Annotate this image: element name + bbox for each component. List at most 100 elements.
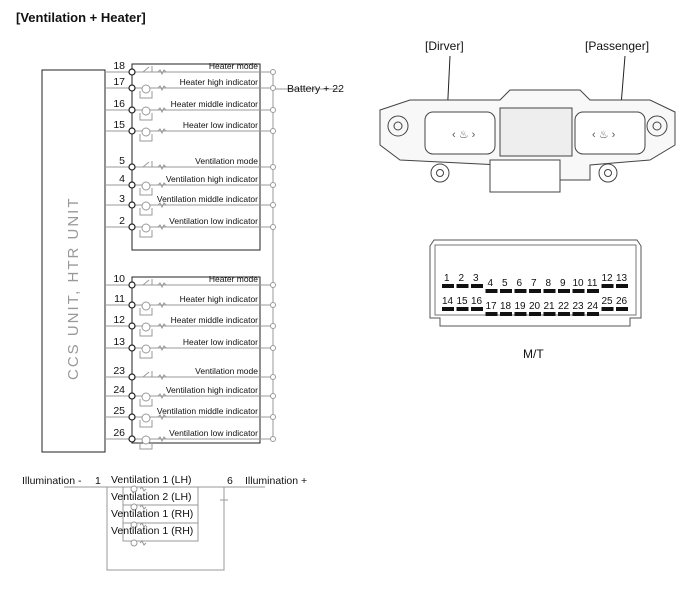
lamp-icon [141, 127, 151, 137]
passenger-label: [Passenger] [585, 39, 649, 53]
pin-terminal [128, 413, 136, 421]
pin-terminal [128, 181, 136, 189]
lamp-icon [141, 223, 151, 233]
switch-row-pin-18: 18 Heater mode [105, 60, 276, 76]
connector-pin-label: 26 [616, 296, 628, 307]
lamp-label: Ventilation 1 (LH) [111, 474, 192, 486]
pin-number: 17 [113, 76, 125, 88]
indicator-label: Heater middle indicator [171, 315, 259, 325]
pin-number: 18 [113, 60, 125, 72]
unit-label: CCS UNIT, HTR UNIT [65, 197, 82, 381]
indicator-label: Heater mode [209, 61, 258, 71]
lamp-icon [141, 344, 151, 354]
connector-pin [500, 289, 512, 293]
connector-caption: M/T [523, 347, 544, 361]
resistor-icon [157, 85, 167, 92]
lamp-icon [141, 84, 151, 94]
connector-pin-label: 17 [486, 301, 498, 312]
connector-pin [529, 312, 541, 316]
connector-pin [558, 312, 570, 316]
resistor-icon [157, 224, 167, 231]
indicator-label: Heater low indicator [183, 120, 258, 130]
connector-pin-label: 16 [471, 296, 483, 307]
connector-pin-label: 23 [573, 301, 585, 312]
switch-row-pin-24: 24 Ventilation high indicator [105, 384, 276, 407]
connector-pin [572, 312, 585, 316]
illumination-lamp: Ventilation 2 (LH) [111, 491, 192, 511]
diagram-title: [Ventilation + Heater] [16, 10, 146, 25]
bus-junction [270, 224, 276, 230]
bus-junction [270, 282, 276, 288]
svg-text:‹ ♨ ›: ‹ ♨ › [592, 129, 616, 141]
pin-terminal [128, 223, 136, 231]
pin-terminal [128, 106, 136, 114]
lamp-icon [130, 485, 138, 493]
pin-terminal [128, 84, 136, 92]
pin-number: 11 [114, 293, 125, 305]
bottom-switch-block [131, 276, 261, 444]
bus-junction [270, 85, 276, 91]
pin-terminal [128, 322, 136, 330]
connector-pin [601, 284, 614, 288]
connector-pin-label: 7 [531, 278, 537, 289]
pin-number: 24 [113, 384, 125, 396]
pin-number: 2 [119, 215, 125, 227]
connector-pin-label: 18 [500, 301, 512, 312]
lamp-icon [141, 322, 151, 332]
lamp-icon [141, 413, 151, 423]
connector-pin-label: 3 [473, 273, 479, 284]
indicator-label: Ventilation low indicator [169, 216, 258, 226]
illumination-minus-label: Illumination - [22, 475, 82, 487]
bus-junction [270, 436, 276, 442]
connector-pin-label: 4 [488, 278, 494, 289]
switch-row-pin-16: 16 Heater middle indicator [105, 98, 276, 121]
resistor-icon [157, 107, 167, 114]
connector-pin-label: 2 [459, 273, 465, 284]
connector-pin [601, 307, 614, 311]
pin-terminal [128, 68, 136, 76]
connector-pin [471, 307, 483, 311]
pin-number: 12 [113, 314, 125, 326]
pin-number: 10 [113, 273, 125, 285]
connector-pin [543, 289, 556, 293]
bus-junction [270, 302, 276, 308]
resistor-icon [139, 486, 147, 492]
resistor-icon [157, 436, 167, 443]
lamp-icon [141, 106, 151, 116]
connector-pin-label: 22 [558, 301, 570, 312]
connector-pin [558, 289, 570, 293]
pin-number: 16 [113, 98, 125, 110]
pin-terminal [128, 373, 136, 381]
connector-pin-label: 20 [529, 301, 541, 312]
connector-pin [514, 289, 527, 293]
lamp-icon [141, 201, 151, 211]
indicator-label: Ventilation high indicator [166, 174, 258, 184]
indicator-label: Heater middle indicator [171, 99, 259, 109]
connector-pin [442, 284, 454, 288]
illumination-circuit: Illumination - 1 6 Illumination + Ventil… [22, 474, 307, 571]
battery-label: Battery + 22 [287, 83, 344, 95]
pin-terminal [128, 201, 136, 209]
resistor-icon [157, 345, 167, 352]
resistor-icon [157, 182, 167, 189]
lamp-icon [141, 181, 151, 191]
illumination-lamp: Ventilation 1 (RH) [111, 508, 193, 529]
bus-junction [270, 202, 276, 208]
pin-number: 26 [113, 427, 125, 439]
connector-pin [543, 312, 556, 316]
illumination-lamp: Ventilation 1 (RH) [111, 525, 193, 547]
indicator-label: Ventilation mode [195, 156, 258, 166]
connector-pin [485, 289, 498, 293]
indicator-label: Ventilation high indicator [166, 385, 258, 395]
lamp-label: Ventilation 2 (LH) [111, 491, 192, 503]
connector-pin-label: 13 [616, 273, 628, 284]
pin-number: 15 [113, 119, 125, 131]
lamp-icon [141, 392, 151, 402]
